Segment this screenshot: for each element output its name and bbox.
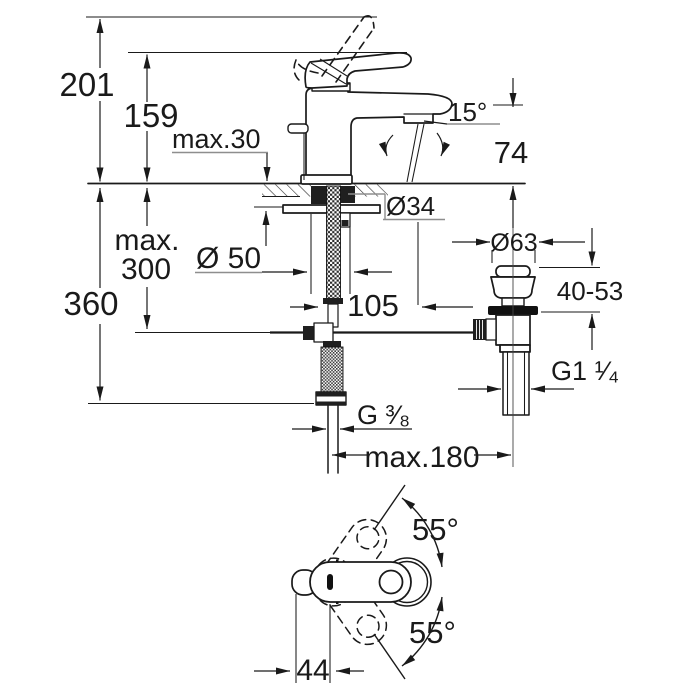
lever-handle-raised xyxy=(293,15,375,83)
dim-base-diameter-label: Ø 50 xyxy=(196,242,261,275)
dim-max-depth-label-1: max. xyxy=(114,224,179,257)
dim-rod-offset: 105 xyxy=(290,288,473,323)
pop-up-knob xyxy=(287,123,309,134)
water-stream xyxy=(378,123,450,183)
drain-pipe xyxy=(502,351,530,416)
drain-nut xyxy=(499,344,531,353)
dim-hole-diameter: Ø34 xyxy=(348,191,445,305)
drain-assembly xyxy=(473,212,538,467)
dim-base-diameter: Ø 50 xyxy=(195,214,392,294)
faucet-base xyxy=(300,174,353,185)
dim-max-depth: max. 300 xyxy=(114,188,180,329)
threaded-shank xyxy=(323,185,343,328)
dim-spout-to-center: 44 xyxy=(254,594,364,687)
top-view: 55° 55° 44 xyxy=(254,484,459,687)
dim-total-height-label: 201 xyxy=(59,66,114,103)
handle-slot xyxy=(327,574,333,590)
dim-supply-thread-label: G ³⁄₈ xyxy=(357,400,410,430)
dim-hole-diameter-label: Ø34 xyxy=(386,191,435,221)
dim-spout-height-label: 159 xyxy=(123,97,178,134)
supply-hose xyxy=(315,341,347,474)
dim-rod-offset-label: 105 xyxy=(347,288,399,323)
dim-spout-height: 159 xyxy=(123,51,407,182)
lever-handle xyxy=(304,52,412,89)
dim-outlet-height: 74 xyxy=(493,78,528,228)
dim-max-reach: max.180 xyxy=(332,441,511,474)
counter-surface xyxy=(87,182,526,208)
mounting-nut-left xyxy=(311,186,327,204)
mounting-nut-right xyxy=(340,186,355,203)
faucet-body xyxy=(287,82,453,185)
counter-hatch-left xyxy=(262,184,311,197)
dim-swivel-upper-label: 55° xyxy=(412,512,459,547)
dim-waste-adjust-range-label: 40-53 xyxy=(557,276,624,306)
dim-waste-flange-diameter: Ø63 xyxy=(452,229,585,263)
dim-waste-flange-diameter-label: Ø63 xyxy=(490,229,537,257)
dim-max-thickness: max.30 xyxy=(172,124,271,246)
dim-total-height: 201 xyxy=(59,16,377,182)
dim-spout-to-center-label: 44 xyxy=(296,654,329,687)
dim-outlet-height-label: 74 xyxy=(494,135,528,170)
dim-supply-length: 360 xyxy=(63,188,314,405)
swivel-range: 55° 55° xyxy=(373,484,459,680)
dim-waste-thread: G1 ¹⁄₄ xyxy=(458,356,619,393)
handle-top-view xyxy=(291,557,432,607)
handle-hole xyxy=(378,569,404,595)
dim-spout-angle-label: 15° xyxy=(448,97,487,127)
dim-supply-thread: G ³⁄₈ xyxy=(292,400,412,433)
side-view: 201 159 max.30 360 max. 300 xyxy=(59,15,623,474)
dim-waste-thread-label: G1 ¹⁄₄ xyxy=(551,356,619,386)
dim-max-depth-label-2: 300 xyxy=(121,253,171,286)
dim-spout-angle: 15° xyxy=(423,97,500,127)
dim-max-thickness-label: max.30 xyxy=(172,124,261,154)
dim-supply-length-label: 360 xyxy=(63,285,118,322)
dim-swivel-lower-label: 55° xyxy=(409,615,456,650)
pop-up-rod xyxy=(135,322,473,343)
dim-waste-adjust-range: 40-53 xyxy=(539,228,623,350)
rod-coupling xyxy=(303,326,314,340)
dim-max-reach-label: max.180 xyxy=(364,441,479,474)
